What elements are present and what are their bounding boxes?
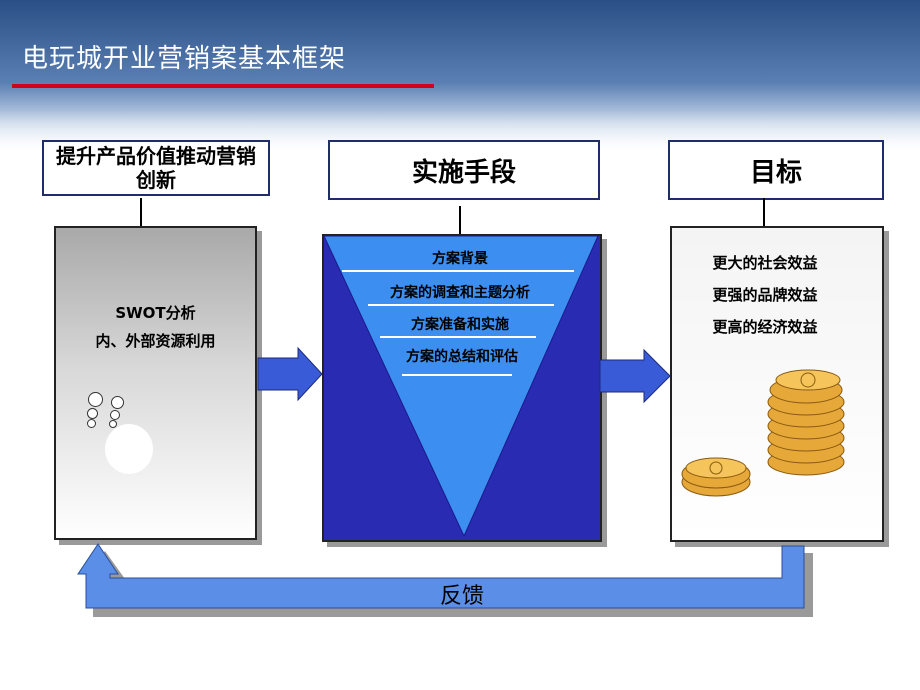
thought-bubble-3 bbox=[87, 408, 98, 419]
methods-panel bbox=[322, 234, 602, 542]
title-underline bbox=[12, 84, 434, 88]
thought-bubble-5 bbox=[87, 419, 96, 428]
funnel-item-background: 方案背景 bbox=[432, 251, 488, 267]
left-stem bbox=[140, 198, 142, 226]
left-column-label: 提升产品价值推动营销创新 bbox=[42, 140, 270, 196]
left-column-label-text: 提升产品价值推动营销创新 bbox=[56, 144, 256, 192]
middle-stem bbox=[459, 206, 461, 234]
thought-bubble-4 bbox=[110, 410, 120, 420]
right-column-label: 目标 bbox=[668, 140, 884, 200]
goal-item-economic: 更高的经济效益 bbox=[712, 318, 818, 336]
right-stem bbox=[763, 198, 765, 226]
funnel-item-summary: 方案的总结和评估 bbox=[406, 349, 518, 365]
funnel-divider-3 bbox=[380, 336, 536, 338]
feedback-label: 反馈 bbox=[440, 584, 485, 609]
funnel-divider-4 bbox=[402, 374, 512, 376]
goals-list: 更大的社会效益 更强的品牌效益 更高的经济效益 bbox=[660, 252, 870, 352]
swot-label: SWOT分析 bbox=[115, 304, 196, 322]
goal-item-social: 更大的社会效益 bbox=[712, 254, 818, 272]
middle-column-label-text: 实施手段 bbox=[411, 157, 516, 188]
funnel-divider-1 bbox=[342, 270, 574, 272]
funnel-divider-2 bbox=[368, 304, 554, 306]
middle-column-label: 实施手段 bbox=[328, 140, 600, 200]
thought-cloud bbox=[105, 424, 153, 474]
thought-bubble-6 bbox=[109, 420, 117, 428]
resources-label: 内、外部资源利用 bbox=[95, 332, 216, 350]
funnel-item-implementation: 方案准备和实施 bbox=[411, 317, 509, 333]
right-column-label-text: 目标 bbox=[749, 157, 802, 188]
page-title: 电玩城开业营销案基本框架 bbox=[22, 44, 347, 74]
thought-bubble-1 bbox=[88, 392, 103, 407]
funnel-item-research: 方案的调查和主题分析 bbox=[390, 285, 530, 301]
goal-item-brand: 更强的品牌效益 bbox=[712, 286, 818, 304]
analysis-panel bbox=[54, 226, 257, 540]
thought-bubble-2 bbox=[111, 396, 124, 409]
